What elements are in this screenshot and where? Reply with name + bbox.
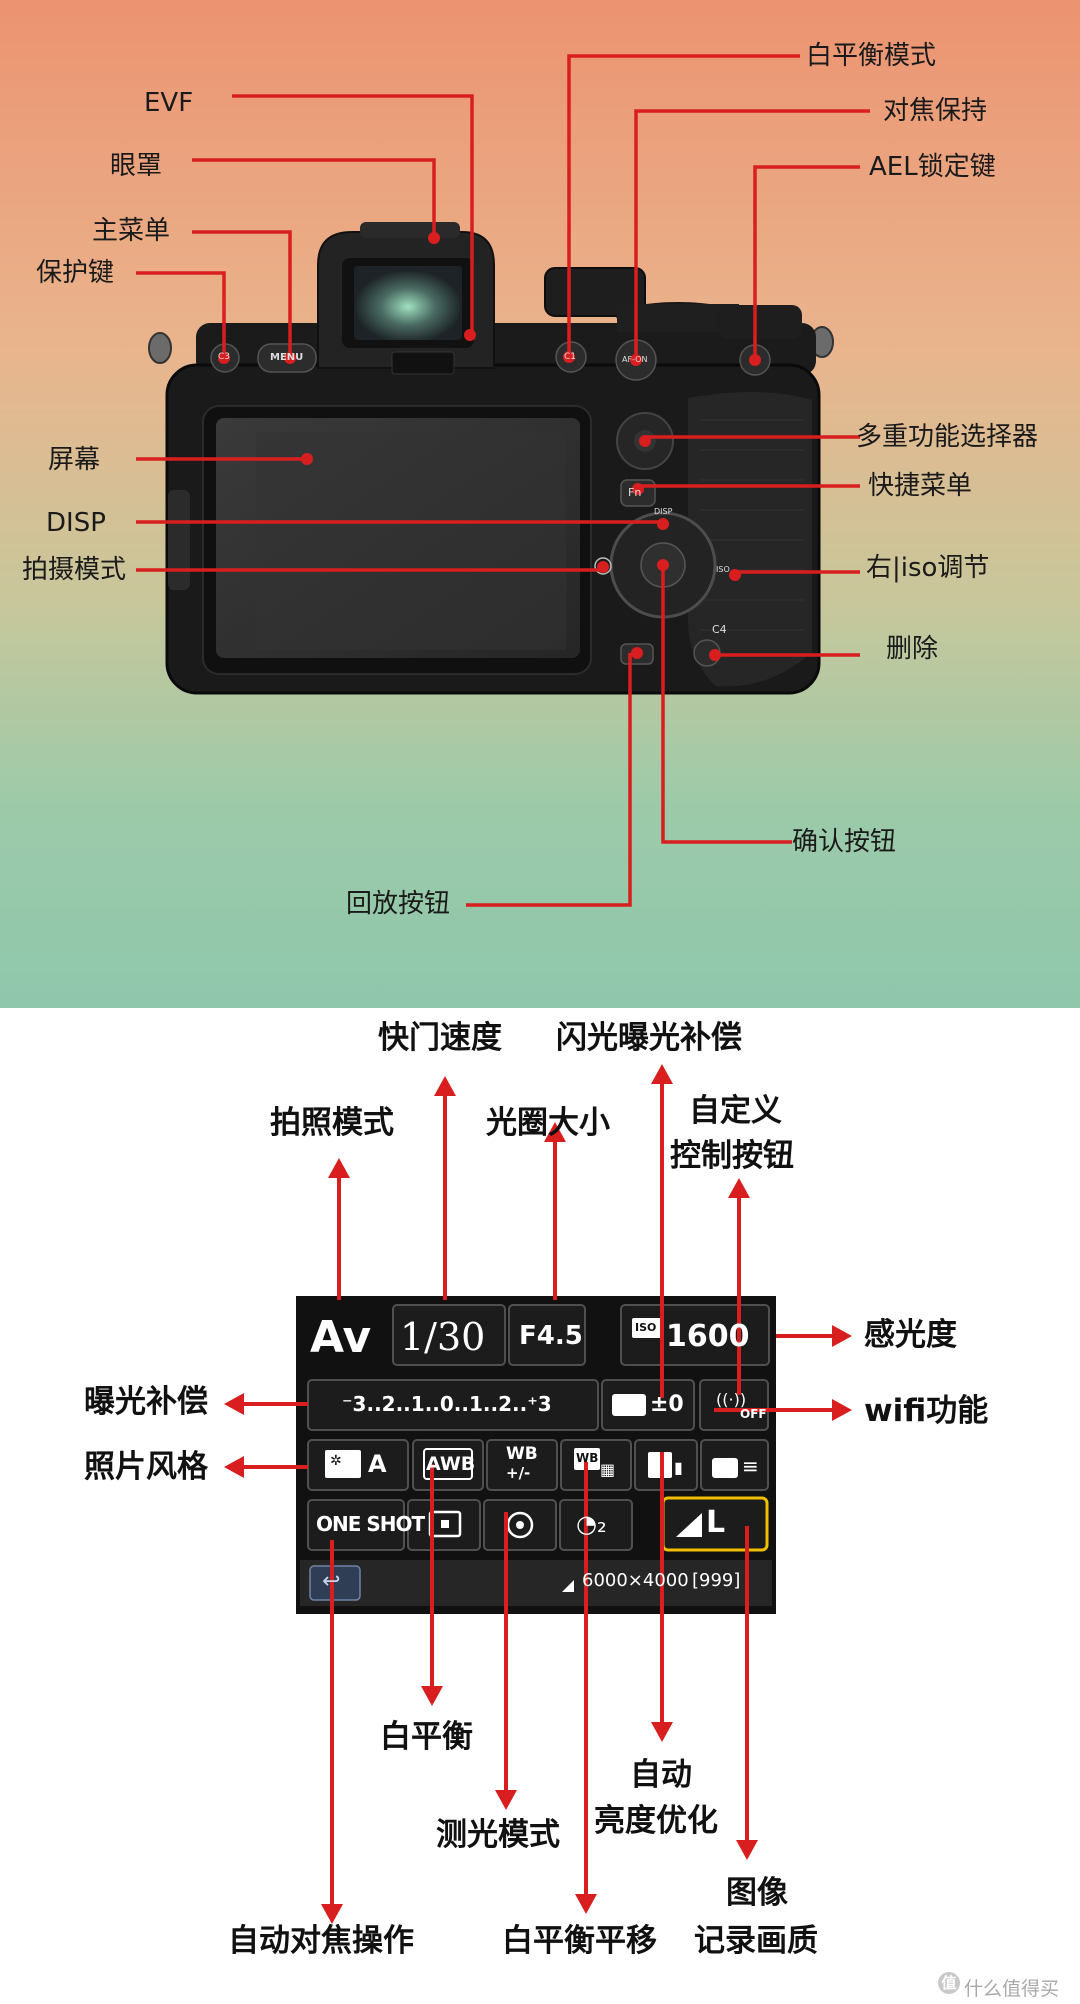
alo-icon: ▮: [674, 1458, 683, 1477]
label-screen: 屏幕: [48, 445, 101, 475]
label-alo-2: 亮度优化: [594, 1803, 718, 1839]
button-menu: MENU: [270, 352, 304, 363]
lcd-mode: Av: [310, 1312, 372, 1363]
label-picture-style: 照片风格: [84, 1449, 208, 1485]
wifi-icon: ((·)): [716, 1390, 747, 1409]
lcd-style: A: [368, 1450, 387, 1478]
label-main-menu: 主菜单: [92, 216, 171, 246]
label-shoot-mode: 拍摄模式: [22, 555, 127, 585]
lcd-iso-tag: ISO: [635, 1321, 657, 1334]
label-wifi: wifi功能: [864, 1393, 989, 1429]
label-iso-right: 右|iso调节: [866, 553, 990, 583]
label-wb-mode: 白平衡模式: [806, 41, 937, 71]
lcd-shots: [999]: [692, 1570, 741, 1591]
lcd-wifi-off: OFF: [740, 1407, 767, 1421]
custom-control-icon: ≡: [742, 1454, 759, 1478]
label-af-operation: 自动对焦操作: [228, 1923, 414, 1959]
label-aperture: 光圈大小: [486, 1105, 610, 1141]
label-disp: DISP: [46, 508, 106, 538]
lcd-iso: 1600: [666, 1319, 750, 1354]
picture-style-icon: ✲: [330, 1453, 342, 1469]
arrows-bottom: [236, 1076, 840, 1912]
lcd-awb: AWB: [426, 1453, 476, 1475]
label-iso: 感光度: [864, 1317, 957, 1353]
label-image-quality-2: 记录画质: [694, 1923, 818, 1959]
label-image-quality-1: 图像: [726, 1875, 788, 1911]
lcd-quality: L: [706, 1505, 726, 1540]
watermark-text: 什么值得买: [964, 1978, 1060, 2000]
button-af-on: AF-ON: [622, 355, 648, 364]
label-exp-comp: 曝光补偿: [84, 1384, 208, 1420]
label-ael-lock: AEL锁定键: [869, 152, 996, 182]
button-iso: ISO: [716, 565, 730, 574]
button-fn: Fn: [628, 486, 642, 499]
label-protect: 保护键: [36, 258, 115, 288]
lcd-af: ONE SHOT: [316, 1512, 425, 1536]
camera-body: [148, 222, 834, 695]
lcd-aperture: F4.5: [519, 1321, 583, 1351]
lcd-screen: [296, 1296, 776, 1614]
label-af-hold: 对焦保持: [883, 96, 988, 126]
label-shutter-speed: 快门速度: [378, 1020, 502, 1056]
lcd-resolution: 6000×4000: [582, 1570, 689, 1591]
lcd-exp-scale: ⁻3..2..1..0..1..2..⁺3: [342, 1392, 552, 1416]
label-shoot-mode-lcd: 拍照模式: [270, 1105, 394, 1141]
button-c4: C4: [712, 623, 727, 636]
lcd-wb-shift-sub: +/-: [506, 1464, 531, 1482]
lcd-shutter: 1/30: [400, 1315, 486, 1359]
label-alo-1: 自动: [630, 1757, 692, 1793]
return-icon: ↩: [322, 1569, 341, 1594]
arrowheads-bottom: [224, 1064, 852, 1924]
wb-bracket-icon: ▦: [600, 1460, 616, 1479]
drive-mode-icon: ◔₂: [576, 1510, 607, 1538]
label-playback: 回放按钮: [346, 889, 451, 919]
lcd-flash-comp: ±0: [650, 1392, 684, 1417]
lcd-wb-bkt: WB: [576, 1451, 599, 1465]
label-flash-comp: 闪光曝光补偿: [556, 1020, 742, 1056]
label-eyecup: 眼罩: [110, 151, 163, 181]
label-confirm: 确认按钮: [792, 827, 897, 857]
label-custom-ctrl-2: 控制按钮: [670, 1138, 794, 1174]
label-quick-menu: 快捷菜单: [868, 471, 973, 501]
label-metering: 测光模式: [436, 1817, 560, 1853]
label-wb: 白平衡: [380, 1719, 473, 1755]
callout-lines-top: [136, 54, 870, 907]
lcd-wb-shift: WB: [506, 1444, 538, 1464]
watermark-badge: 值: [938, 1972, 960, 1994]
label-custom-ctrl-1: 自定义: [689, 1093, 782, 1129]
button-c3: C3: [218, 352, 231, 362]
label-delete: 删除: [886, 634, 939, 664]
label-evf: EVF: [144, 88, 194, 118]
button-c1: C1: [564, 352, 577, 362]
button-disp: DISP: [654, 507, 673, 516]
label-wb-shift: 白平衡平移: [502, 1923, 657, 1959]
label-multi-selector: 多重功能选择器: [856, 422, 1039, 452]
